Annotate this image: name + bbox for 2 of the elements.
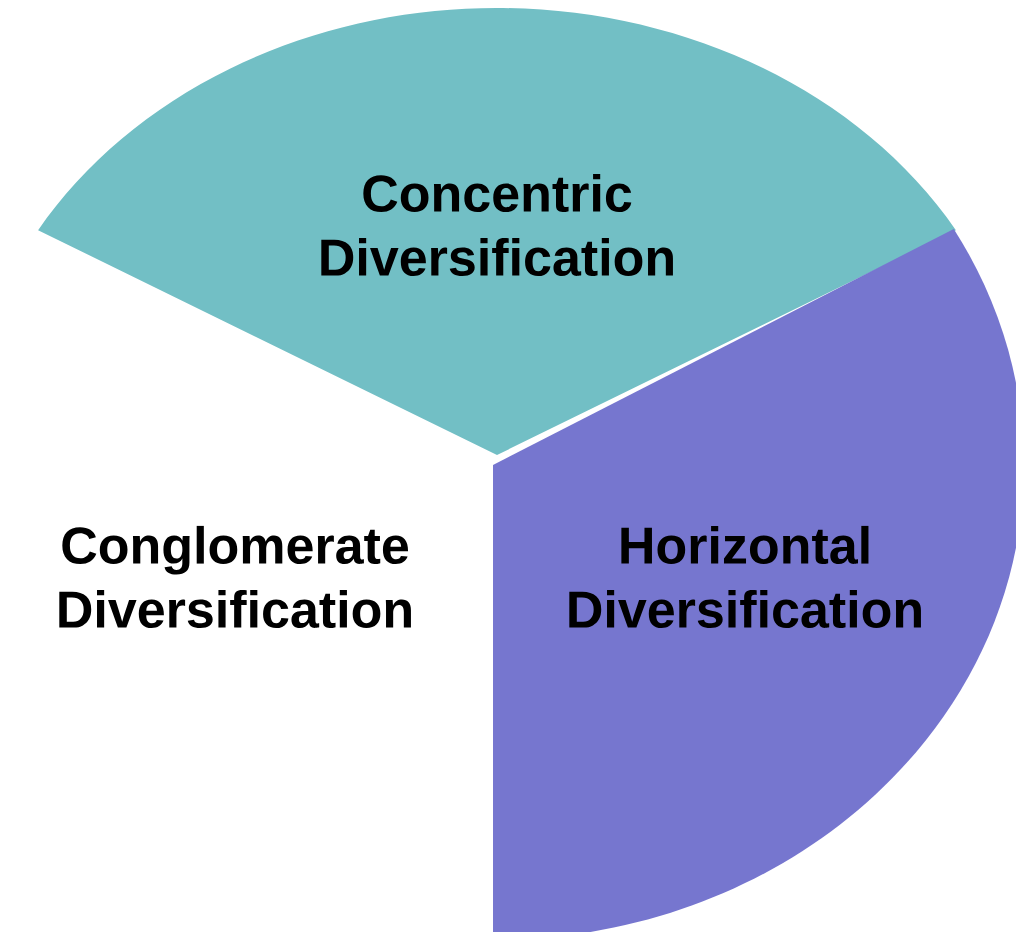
slice-label: Conglomerate Diversification xyxy=(59,525,411,629)
pie-slice: Concentric Diversification xyxy=(38,8,956,455)
